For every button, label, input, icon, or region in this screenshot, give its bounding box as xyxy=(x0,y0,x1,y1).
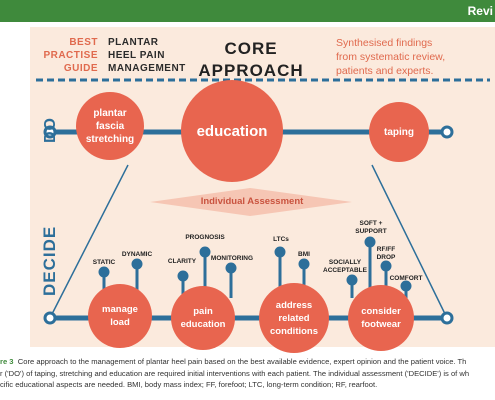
caption-line-2: r ('DO') of taping, stretching and educa… xyxy=(0,368,470,378)
caption-line-1: re 3 Core approach to the management of … xyxy=(0,356,495,368)
factor-comfort: COMFORT xyxy=(389,275,423,282)
decide-line-end-node xyxy=(440,311,454,325)
figure-caption: re 3 Core approach to the management of … xyxy=(0,356,495,391)
right-diagonal xyxy=(371,164,448,319)
diagram-title: CORE APPROACH xyxy=(195,38,307,82)
synthesis-line-2: from systematic review, xyxy=(336,51,446,63)
header-word-practise: PRACTISE xyxy=(43,50,98,61)
stem-monitoring-knob xyxy=(225,262,237,274)
synthesis-note: Synthesised findings from systematic rev… xyxy=(336,36,486,78)
title-core: CORE xyxy=(224,39,278,58)
caption-text-1: Core approach to the management of plant… xyxy=(17,357,467,366)
factor-rf-ff-drop: RF/FF DROP xyxy=(376,246,396,261)
node-pain-education-circle xyxy=(171,286,235,350)
header-word-management: MANAGEMENT xyxy=(108,63,186,74)
stem-bmi-knob xyxy=(298,258,310,270)
do-line-end-node xyxy=(440,125,454,139)
individual-assessment-label: Individual Assessment xyxy=(200,196,304,207)
node-manage-load-label: manage load xyxy=(102,304,138,328)
journal-header-text: Revi xyxy=(467,4,493,18)
caption-figure-label: re 3 xyxy=(0,357,14,366)
do-line-start-node xyxy=(43,125,57,139)
node-taping-circle xyxy=(369,102,429,162)
synthesis-line-1: Synthesised findings xyxy=(336,37,433,49)
factor-static: STATIC xyxy=(92,259,116,266)
assessment-band xyxy=(150,188,352,216)
stem-comfort-knob xyxy=(400,280,412,292)
stem-prognosis-knob xyxy=(199,246,211,258)
do-label: DO xyxy=(42,117,59,143)
node-pain-education-label: pain education xyxy=(180,306,226,330)
header-word-best: BEST xyxy=(69,37,98,48)
stem-socially-acceptable-knob xyxy=(346,274,358,286)
factor-soft-support: SOFT + SUPPORT xyxy=(355,220,387,235)
node-education-circle xyxy=(181,80,283,182)
factor-monitoring: MONITORING xyxy=(210,255,254,262)
stem-rf-ff-drop-knob xyxy=(380,260,392,272)
node-consider-footwear-label: consider footwear xyxy=(361,306,401,330)
header-left-words: BEST PRACTISE GUIDE xyxy=(38,36,98,75)
node-address-conditions-label: address related conditions xyxy=(269,299,319,337)
title-approach: APPROACH xyxy=(198,61,304,80)
stem-static-knob xyxy=(98,266,110,278)
node-consider-footwear-circle xyxy=(348,285,414,351)
stem-clarity-knob xyxy=(177,270,189,282)
factor-ltcs: LTCs xyxy=(273,236,289,243)
node-taping-label: taping xyxy=(384,126,414,138)
left-diagonal xyxy=(49,164,129,319)
factor-dynamic: DYNAMIC xyxy=(121,251,153,258)
journal-header-bar: Revi xyxy=(0,0,495,22)
stem-ltcs-knob xyxy=(274,246,286,258)
decide-line-start-node xyxy=(43,311,57,325)
factor-bmi: BMI xyxy=(298,251,310,258)
factor-prognosis: PROGNOSIS xyxy=(185,234,225,241)
stem-dynamic-knob xyxy=(131,258,143,270)
node-manage-load-circle xyxy=(88,284,152,348)
header-right-words: PLANTAR HEEL PAIN MANAGEMENT xyxy=(108,36,208,75)
header-word-plantar: PLANTAR xyxy=(108,37,159,48)
header-word-heel-pain: HEEL PAIN xyxy=(108,50,165,61)
factor-socially-acceptable: SOCIALLY ACCEPTABLE xyxy=(323,259,367,274)
node-education-label: education xyxy=(196,122,268,140)
header-word-guide: GUIDE xyxy=(63,63,98,74)
caption-line-3: cific educational aspects are needed. BM… xyxy=(0,380,378,389)
node-stretching-circle xyxy=(76,92,144,160)
synthesis-line-3: patients and experts. xyxy=(336,65,434,77)
stem-soft-support-knob xyxy=(364,236,376,248)
node-stretching-label: plantar fascia stretching xyxy=(85,107,135,145)
factor-clarity: CLARITY xyxy=(167,258,197,265)
node-address-conditions-circle xyxy=(259,283,329,353)
decide-label: DECIDE xyxy=(40,225,59,296)
